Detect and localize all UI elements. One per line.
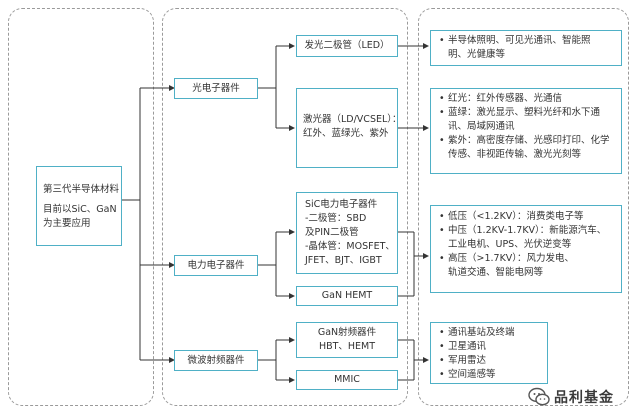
category-power-label: 电力电子器件 — [187, 259, 245, 271]
device-sic-line-4: -晶体管：MOSFET、 — [305, 241, 395, 252]
watermark: 品利基金 — [528, 384, 632, 410]
column-root-group — [8, 8, 154, 406]
device-sic-line-2: -二极管：SBD — [305, 213, 367, 224]
device-gan-rf-line-2: HBT、HEMT — [318, 341, 376, 352]
category-rf: 微波射频器件 — [174, 350, 258, 371]
device-mmic-label: MMIC — [334, 374, 360, 385]
root-subtitle-line-1: 目前以SiC、GaN — [43, 204, 117, 215]
device-led: 发光二极管（LED） — [296, 35, 398, 57]
root-title: 第三代半导体材料 — [43, 184, 120, 195]
category-rf-label: 微波射频器件 — [187, 354, 245, 366]
column-category-group — [162, 8, 408, 406]
watermark-text: 品利基金 — [554, 390, 614, 406]
category-optoelectronic: 光电子器件 — [174, 78, 258, 99]
root-box: 第三代半导体材料 目前以SiC、GaN 为主要应用 — [36, 166, 122, 246]
device-sic-line-3: 及PIN二极管 — [305, 227, 359, 238]
application-item: 高压（>1.7KV）：风力发电、轨道交通、智能电网等 — [439, 252, 615, 280]
device-gan-rf-line-1: GaN射频器件 — [317, 327, 377, 338]
device-gan-rf: GaN射频器件 HBT、HEMT — [296, 322, 398, 358]
device-led-label: 发光二极管（LED） — [304, 40, 390, 51]
device-sic: SiC电力电子器件 -二极管：SBD 及PIN二极管 -晶体管：MOSFET、 … — [296, 192, 398, 274]
applications-rf: 通讯基站及终端 卫星通讯 军用雷达 空间遥感等 — [430, 322, 548, 384]
device-laser-line-2: 红外、蓝绿光、紫外 — [303, 128, 389, 139]
wechat-icon — [528, 387, 550, 406]
application-item: 空间遥感等 — [439, 368, 541, 382]
category-optoelectronic-label: 光电子器件 — [192, 82, 240, 94]
applications-power: 低压（<1.2KV）：消费类电子等 中压（1.2KV-1.7KV）：新能源汽车、… — [430, 205, 622, 293]
device-gan-hemt: GaN HEMT — [296, 286, 398, 306]
application-item: 通讯基站及终端 — [439, 326, 541, 340]
application-item: 红光：红外传感器、光通信 — [439, 92, 615, 106]
device-gan-hemt-label: GaN HEMT — [321, 290, 373, 301]
category-power: 电力电子器件 — [174, 255, 258, 276]
column-application-group — [418, 8, 629, 406]
application-item: 中压（1.2KV-1.7KV）：新能源汽车、工业电机、UPS、光伏逆变等 — [439, 224, 615, 252]
device-laser-line-1: 激光器（LD/VCSEL）： — [303, 114, 402, 125]
device-sic-line-5: JFET、BJT、IGBT — [305, 255, 382, 266]
application-item: 低压（<1.2KV）：消费类电子等 — [439, 210, 615, 224]
root-subtitle-line-2: 为主要应用 — [43, 218, 91, 229]
application-item: 卫星通讯 — [439, 340, 541, 354]
device-mmic: MMIC — [296, 370, 398, 390]
device-sic-line-1: SiC电力电子器件 — [305, 199, 378, 210]
device-laser: 激光器（LD/VCSEL）： 红外、蓝绿光、紫外 — [296, 88, 402, 168]
application-item: 军用雷达 — [439, 354, 541, 368]
